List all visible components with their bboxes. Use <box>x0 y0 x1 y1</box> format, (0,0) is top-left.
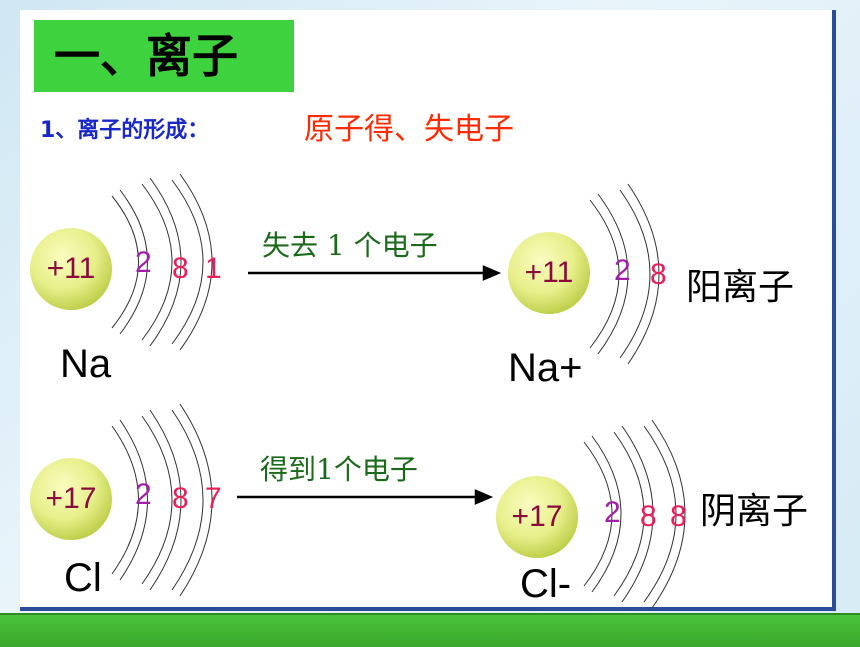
cl-shell-2-count: 8 <box>172 482 189 515</box>
subtitle-answer: 原子得、失电子 <box>304 112 514 147</box>
slide-panel <box>20 10 836 611</box>
cl-ion-shell-3-count: 8 <box>670 500 687 533</box>
cl-shell-3 <box>179 403 213 597</box>
subtitle-label: 1、离子的形成： <box>40 118 210 143</box>
na-shell-1 <box>119 189 148 335</box>
cl-symbol: Cl <box>64 556 102 600</box>
na-ion-shell-1 <box>597 193 629 355</box>
cl-ion-symbol: Cl- <box>520 562 572 606</box>
na-shell-1-count: 2 <box>135 246 152 279</box>
na-shell-2 <box>149 177 182 347</box>
cl-shell-1-count: 2 <box>135 478 152 511</box>
na-shell-2-count: 8 <box>172 252 189 285</box>
na-ion-shell-2 <box>627 183 660 365</box>
na-nucleus: +11 <box>30 228 112 310</box>
cl-shell-3-count: 7 <box>205 482 222 515</box>
cl-shell-2 <box>149 409 182 591</box>
na-ion-shell-1-count: 2 <box>614 254 631 287</box>
cl-shell-1 <box>119 419 148 581</box>
cl-ion-nucleus: +17 <box>496 476 578 558</box>
slide-title: 一、离子 <box>34 20 294 92</box>
anion-label: 阴离子 <box>700 491 809 532</box>
cl-arrow-label: 得到1个电子 <box>260 453 418 486</box>
cl-ion-shell-2-count: 8 <box>640 500 657 533</box>
na-arrow-label: 失去 1 个电子 <box>262 229 438 262</box>
na-shell-3-count: 1 <box>205 252 222 285</box>
bottom-bar <box>0 613 860 647</box>
na-ion-nucleus: +11 <box>508 232 590 314</box>
cl-ion-shell-3 <box>651 419 686 609</box>
cl-ion-shell-1 <box>591 435 622 593</box>
cation-label: 阳离子 <box>686 267 795 308</box>
cl-nucleus: +17 <box>30 458 112 540</box>
na-symbol: Na <box>60 342 112 386</box>
na-ion-symbol: Na+ <box>508 346 583 390</box>
na-shell-3 <box>179 173 213 351</box>
cl-ion-shell-2 <box>621 425 654 603</box>
na-ion-shell-2-count: 8 <box>650 258 667 291</box>
cl-ion-shell-1-count: 2 <box>604 496 621 529</box>
